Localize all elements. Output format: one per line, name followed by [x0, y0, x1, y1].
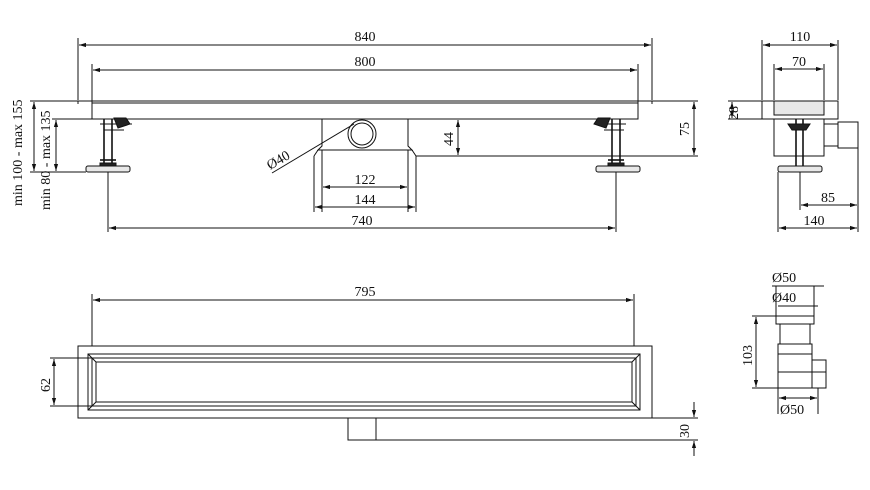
dim-label-144: 144 — [355, 193, 376, 208]
top-view: 795 62 30 — [39, 285, 698, 456]
dim-label-122: 122 — [355, 173, 376, 188]
dim-label-d40: Ø40 — [772, 291, 796, 306]
dim-label-70: 70 — [792, 55, 806, 70]
top-outlet-stub — [347, 417, 377, 441]
dim-label-795: 795 — [355, 285, 376, 300]
dim-label-85: 85 — [821, 191, 835, 206]
dim-label-d50-top: Ø50 — [772, 271, 796, 286]
channel-cross-section — [773, 118, 825, 157]
dim-label-740: 740 — [352, 214, 373, 229]
left-adjustable-foot — [85, 117, 132, 173]
dim-label-diameter-40: Ø40 — [265, 148, 293, 173]
dim-label-103: 103 — [741, 345, 756, 366]
dim-label-800: 800 — [355, 55, 376, 70]
outlet-pipe-circle — [347, 119, 377, 149]
top-frame-outer — [77, 345, 653, 419]
diameter-leader — [271, 123, 355, 174]
grate-plate — [95, 361, 633, 403]
side-view: 110 70 28 85 140 — [727, 30, 859, 232]
dim-label-44: 44 — [442, 132, 457, 146]
dim-label-62: 62 — [39, 378, 54, 392]
front-view: 840 800 — [11, 30, 698, 232]
siphon-body — [777, 353, 827, 389]
side-outlet-pipe — [823, 123, 839, 147]
height-range-label-1: min 100 - max 155 — [11, 99, 26, 206]
siphon-view: Ø50 Ø40 103 Ø50 — [741, 271, 827, 418]
dim-label-28: 28 — [727, 106, 742, 120]
dim-label-d50-bottom: Ø50 — [780, 403, 804, 418]
dim-label-140: 140 — [804, 214, 825, 229]
right-adjustable-foot — [593, 117, 641, 173]
height-range-label-2: min 80 - max 135 — [39, 110, 54, 210]
dim-label-75: 75 — [678, 122, 693, 136]
dim-label-840: 840 — [355, 30, 376, 45]
channel-body — [91, 100, 639, 120]
dim-label-110: 110 — [790, 30, 810, 45]
dim-label-30: 30 — [678, 424, 693, 438]
top-frame-inner — [87, 353, 641, 411]
